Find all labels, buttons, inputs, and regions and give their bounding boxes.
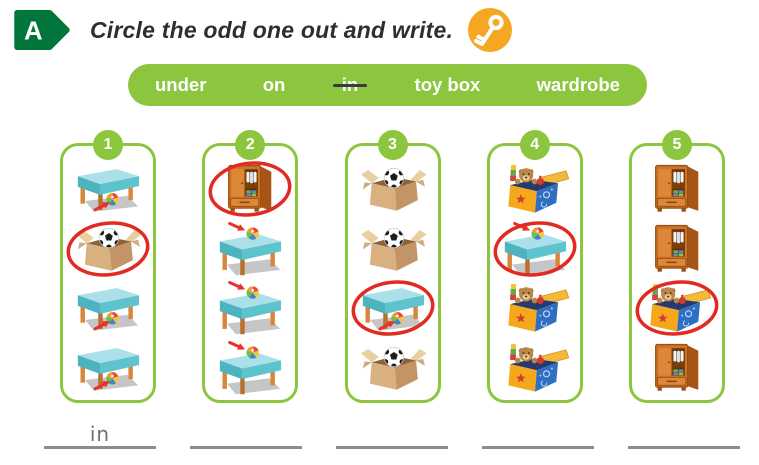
item-ball-in-box[interactable] <box>352 222 434 277</box>
item-ball-in-box[interactable] <box>352 341 434 396</box>
item-ball-on-table[interactable] <box>209 281 291 336</box>
item-wardrobe[interactable] <box>636 222 718 277</box>
column-2: 2 <box>202 130 299 403</box>
ball-on-table-icon <box>211 341 289 396</box>
ball-under-table-icon <box>69 341 147 396</box>
key-icon <box>468 8 513 52</box>
column-number-badge: 5 <box>662 130 692 160</box>
column-number-badge: 1 <box>93 130 123 160</box>
column-number-badge: 3 <box>377 130 408 160</box>
section-a-badge: A <box>14 9 70 51</box>
ball-under-table-icon <box>69 281 147 336</box>
item-toy-box[interactable] <box>494 341 576 396</box>
wardrobe-icon <box>638 341 716 396</box>
item-toy-box[interactable] <box>494 162 576 217</box>
answer-line-3[interactable] <box>336 420 448 449</box>
ball-in-box-icon <box>354 162 432 217</box>
toy-box-icon <box>496 341 574 396</box>
wardrobe-icon <box>638 162 716 217</box>
column-4: 4 <box>486 130 583 403</box>
column-number-badge: 4 <box>519 130 550 160</box>
item-wardrobe[interactable] <box>636 341 718 396</box>
toy-box-icon <box>638 281 716 336</box>
answer-line-5[interactable] <box>628 420 740 449</box>
answer-line-2[interactable] <box>190 420 302 449</box>
item-ball-under-table[interactable] <box>67 341 149 396</box>
item-ball-in-box[interactable] <box>352 162 434 217</box>
ball-on-table-icon <box>211 281 289 336</box>
word-in: in <box>332 74 368 95</box>
exercise-title: Circle the odd one out and write. <box>90 16 454 43</box>
columns: 1 2 3 4 5 <box>60 130 725 403</box>
answer-text: in <box>89 422 111 446</box>
item-ball-on-table[interactable] <box>209 222 291 277</box>
ball-on-table-icon <box>211 222 289 277</box>
word-bank: under on in toy box wardrobe <box>128 64 647 106</box>
wardrobe-icon <box>638 222 716 277</box>
item-wardrobe[interactable] <box>636 162 718 217</box>
word-toy-box: toy box <box>414 74 481 95</box>
item-ball-in-box[interactable] <box>66 221 150 277</box>
word-on: on <box>262 74 286 95</box>
ball-under-table-icon <box>69 162 147 217</box>
section-label: A <box>24 18 43 46</box>
toy-box-icon <box>496 162 574 217</box>
word-wardrobe: wardrobe <box>536 74 620 95</box>
column-1: 1 <box>60 130 156 403</box>
item-ball-under-table[interactable] <box>67 281 149 336</box>
ball-in-box-icon <box>354 222 432 277</box>
column-number-badge: 2 <box>235 130 266 160</box>
item-ball-on-table[interactable] <box>493 221 577 277</box>
ball-under-table-icon <box>354 281 432 336</box>
item-wardrobe[interactable] <box>208 161 292 218</box>
item-toy-box[interactable] <box>635 280 719 336</box>
item-ball-on-table[interactable] <box>209 341 291 396</box>
ball-in-box-icon <box>354 341 432 396</box>
word-under: under <box>155 74 207 95</box>
toy-box-icon <box>496 281 574 336</box>
answer-line-1[interactable]: in <box>44 420 156 449</box>
header: A Circle the odd one out and write. <box>10 4 759 56</box>
ball-in-box-icon <box>69 222 147 277</box>
item-toy-box[interactable] <box>494 281 576 336</box>
answer-line-4[interactable] <box>482 420 594 449</box>
column-5: 5 <box>629 130 725 403</box>
ball-on-table-icon <box>496 222 574 277</box>
wardrobe-icon <box>211 162 289 217</box>
item-ball-under-table[interactable] <box>351 280 434 336</box>
column-3: 3 <box>344 130 441 403</box>
item-ball-under-table[interactable] <box>67 162 149 217</box>
answer-lines: in <box>44 420 740 449</box>
